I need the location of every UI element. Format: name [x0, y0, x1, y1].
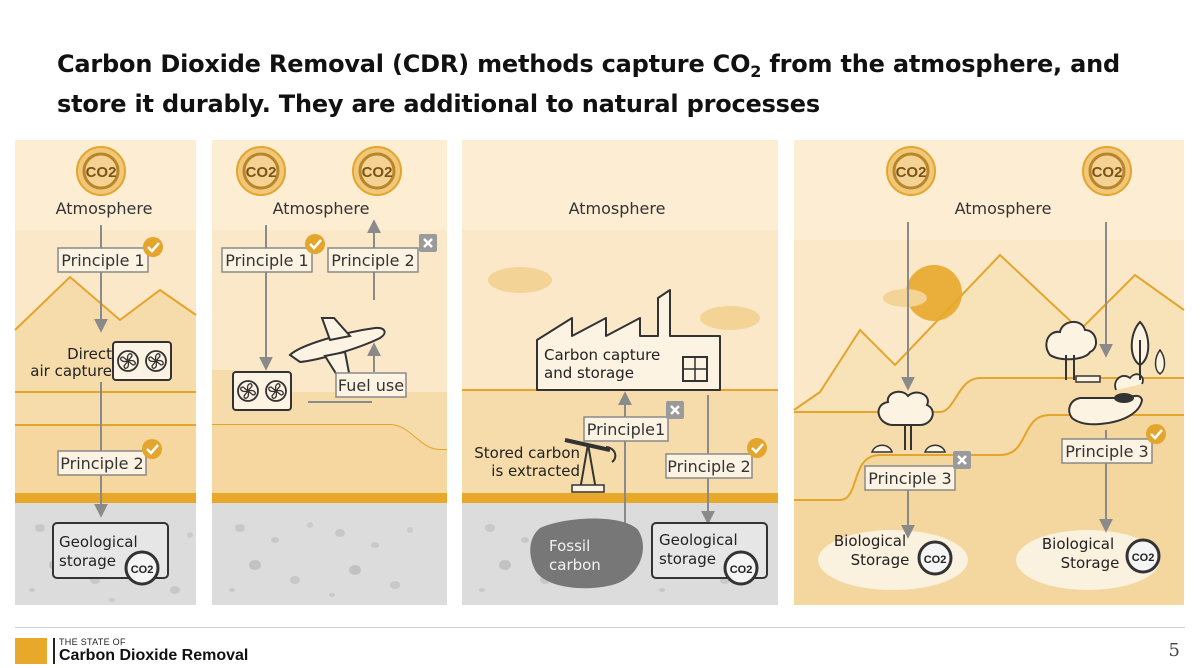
p4-bio-left-line2: Storage: [851, 551, 910, 569]
p3-ccs-line1: Carbon capture: [544, 346, 660, 364]
co2-label: CO2: [362, 164, 393, 181]
logo-bar: [53, 638, 55, 664]
p4-atmosphere: Atmosphere: [955, 199, 1052, 218]
p3-extract-line1: Stored carbon: [474, 444, 580, 462]
logo-square: [15, 638, 47, 664]
trees-icon: [1045, 320, 1166, 383]
co2-label: CO2: [246, 164, 277, 181]
p3-ccs-line2: and storage: [544, 364, 634, 382]
check-icon: [140, 437, 164, 461]
p2-principle-2: Principle 2: [331, 251, 414, 270]
p1-principle-1: Principle 1: [61, 251, 144, 270]
check-icon: [141, 235, 165, 259]
p1-storage-line2: storage: [59, 552, 116, 570]
p3-principle-2: Principle 2: [667, 457, 750, 476]
factory-icon: [536, 289, 721, 391]
cross-icon: [951, 449, 973, 471]
p1-storage-line1: Geological: [59, 533, 138, 551]
p2-principle-1: Principle 1: [225, 251, 308, 270]
p4-bio-right-line1: Biological: [1042, 535, 1114, 553]
p2-fuel-use: Fuel use: [338, 376, 404, 395]
tree-icon: [870, 390, 946, 453]
oil-pump-icon: [564, 438, 617, 493]
p4-principle-3-right: Principle 3: [1065, 442, 1148, 461]
page-number: 5: [1168, 640, 1180, 661]
logo-title: Carbon Dioxide Removal: [59, 647, 249, 664]
p1-atmosphere: Atmosphere: [56, 199, 153, 218]
page-title: Carbon Dioxide Removal (CDR) methods cap…: [57, 48, 1177, 121]
title-text-end: from the atmosphere, and store it durabl…: [57, 50, 1120, 118]
p4-bio-right-line2: Storage: [1061, 554, 1120, 572]
p4-principle-3-left: Principle 3: [868, 469, 951, 488]
p3-principle-1: Principle1: [587, 420, 665, 439]
p1-dac-line1: Direct: [67, 345, 112, 363]
p4-bio-left-line1: Biological: [834, 532, 906, 550]
co2-label: CO2: [924, 554, 947, 566]
p2-atmosphere: Atmosphere: [273, 199, 370, 218]
p3-atmosphere: Atmosphere: [569, 199, 666, 218]
p1-principle-2: Principle 2: [60, 454, 143, 473]
p3-storage-line2: storage: [659, 550, 716, 568]
hand-soil-icon: [1068, 373, 1144, 426]
co2-label: CO2: [1132, 552, 1155, 564]
title-subscript: 2: [750, 62, 762, 81]
co2-label: CO2: [1092, 164, 1123, 181]
p3-storage-line1: Geological: [659, 531, 738, 549]
footer-divider: [15, 627, 1185, 628]
co2-label: CO2: [730, 564, 753, 576]
cross-icon: [417, 232, 439, 254]
fossil-carbon-blob: [530, 518, 643, 589]
co2-label: CO2: [131, 564, 154, 576]
check-icon: [303, 232, 327, 256]
co2-label: CO2: [86, 164, 117, 181]
logo-small-text: THE STATE OF: [59, 637, 126, 647]
p1-dac-line2: air capture: [30, 362, 112, 380]
p3-fossil-line1: Fossil: [549, 537, 590, 555]
p3-extract-line2: is extracted: [491, 462, 580, 480]
co2-label: CO2: [896, 164, 927, 181]
title-text: Carbon Dioxide Removal (CDR) methods cap…: [57, 50, 751, 78]
cross-icon: [664, 399, 686, 421]
check-icon: [1144, 422, 1168, 446]
p3-fossil-line2: carbon: [549, 556, 601, 574]
check-icon: [745, 436, 769, 460]
